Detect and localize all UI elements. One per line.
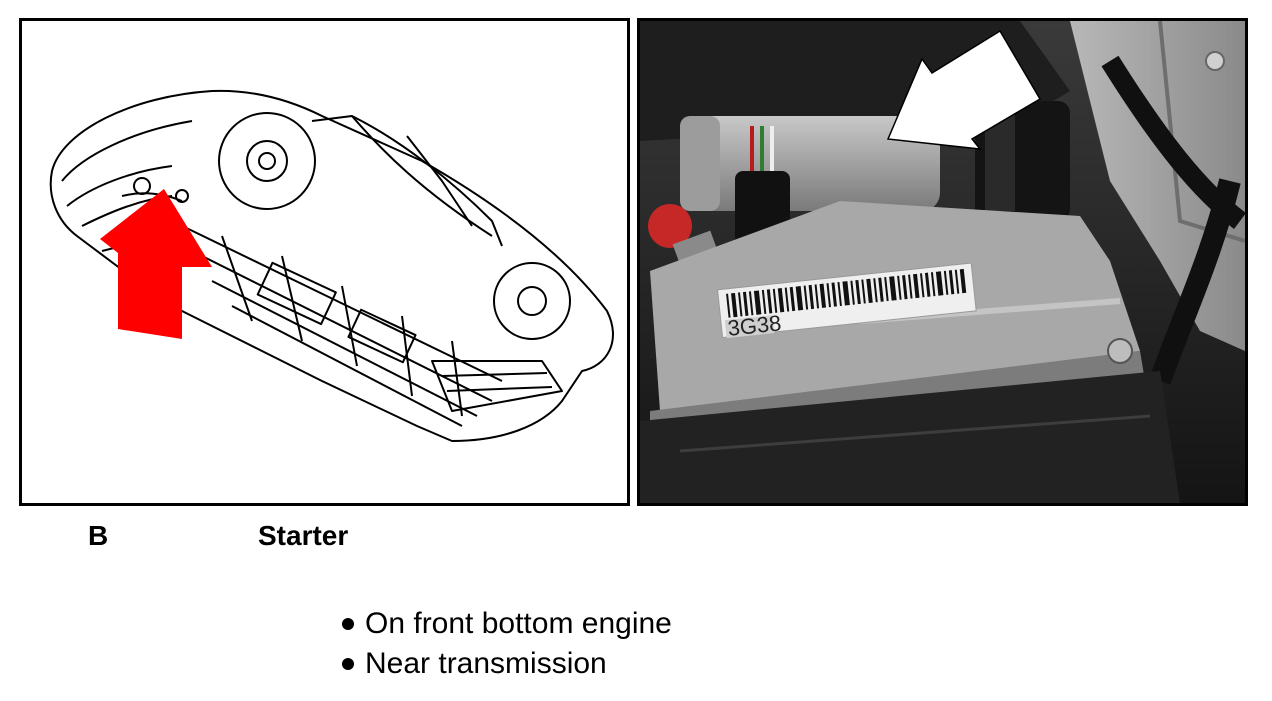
location-note-text: On front bottom engine (365, 607, 672, 640)
component-title: Starter (258, 520, 349, 551)
part-code-label: 3G38 (726, 310, 782, 340)
location-note-item: On front bottom engine (342, 604, 672, 644)
vehicle-underside-diagram (19, 18, 630, 506)
diagram-red-arrow (100, 189, 212, 339)
vehicle-line-drawing (49, 89, 614, 442)
starter-photo: 3G38 (637, 18, 1248, 506)
photo-white-arrow (886, 29, 1042, 150)
starter-photo-illustration: 3G38 (640, 21, 1245, 503)
bullet-icon (342, 658, 354, 670)
location-note-text: Near transmission (365, 647, 607, 680)
location-note-item: Near transmission (342, 644, 672, 684)
location-notes: On front bottom engine Near transmission (342, 604, 672, 684)
section-letter: B (88, 520, 109, 551)
bullet-icon (342, 618, 354, 630)
